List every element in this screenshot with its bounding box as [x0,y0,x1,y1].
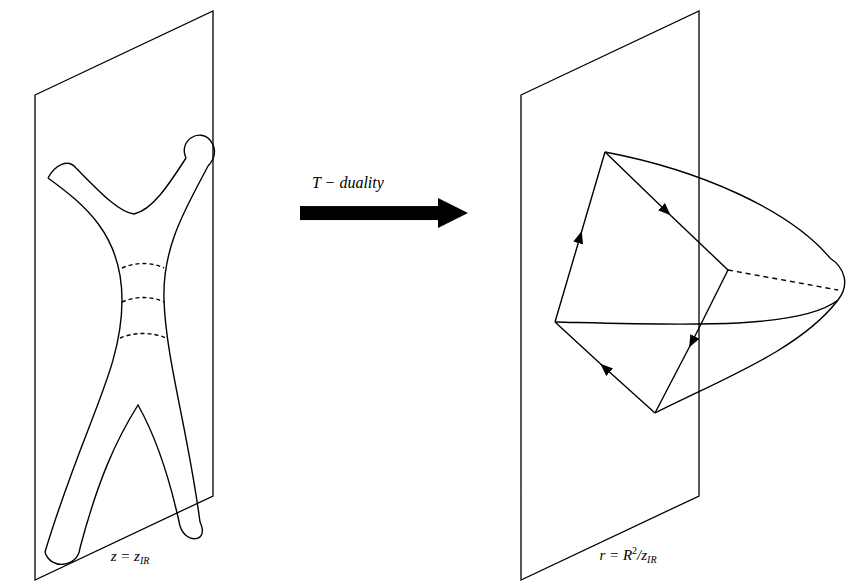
wilson-loop-surface [555,152,845,413]
plane-label: r = R2/zIR [597,545,658,565]
edge-label: T − duality [310,174,386,192]
plane-outline [520,10,700,582]
plane-label-part: z = z [111,548,140,564]
plane-label-part: IR [140,555,149,566]
duality-arrow [300,198,468,228]
plane: r = R2/zIR [520,10,700,582]
plane-label-part: r = R [599,547,632,563]
plane-label-part: /z [637,547,647,563]
plane-outline [34,10,214,582]
string-worldsheet [45,135,214,564]
plane-label: z = zIR [109,548,152,566]
plane-label-part: IR [647,554,656,565]
plane-label-part: 2 [632,545,637,556]
plane: z = zIR [34,10,214,582]
